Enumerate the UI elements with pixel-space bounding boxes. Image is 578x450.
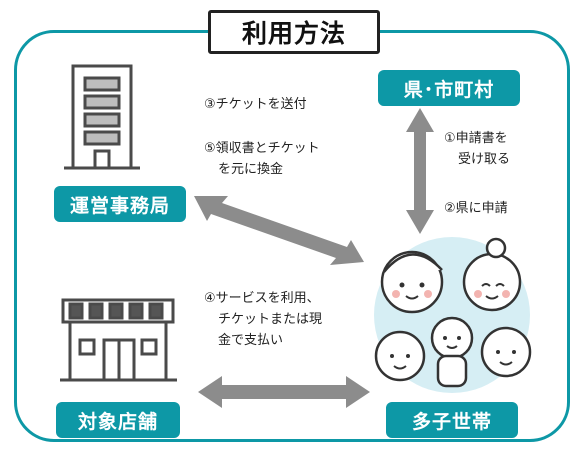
node-family: 多子世帯 [386,402,518,438]
note-step3: ③チケットを送付 [204,97,307,112]
note-step1-line2: 受け取る [458,152,511,167]
node-store: 対象店舗 [56,402,180,438]
note-step1-line1: ①申請書を [444,131,508,146]
note-step1: ①申請書を 受け取る [444,128,510,170]
page-title: 利用方法 [208,10,380,54]
node-office: 運営事務局 [54,186,186,222]
note-step4-line1: ④サービスを利用、 [204,291,320,306]
note-step5: ⑤領収書とチケット を元に換金 [204,138,320,180]
note-step4-line2: チケットまたは現 [218,312,323,327]
note-step5-line2: を元に換金 [218,162,284,177]
note-step2: ②県に申請 [444,201,508,216]
note-step4-line3: 金で支払い [218,333,284,348]
note-step5-line1: ⑤領収書とチケット [204,141,320,156]
note-step4: ④サービスを利用、 チケットまたは現 金で支払い [204,288,322,351]
node-prefecture: 県･市町村 [378,70,520,106]
